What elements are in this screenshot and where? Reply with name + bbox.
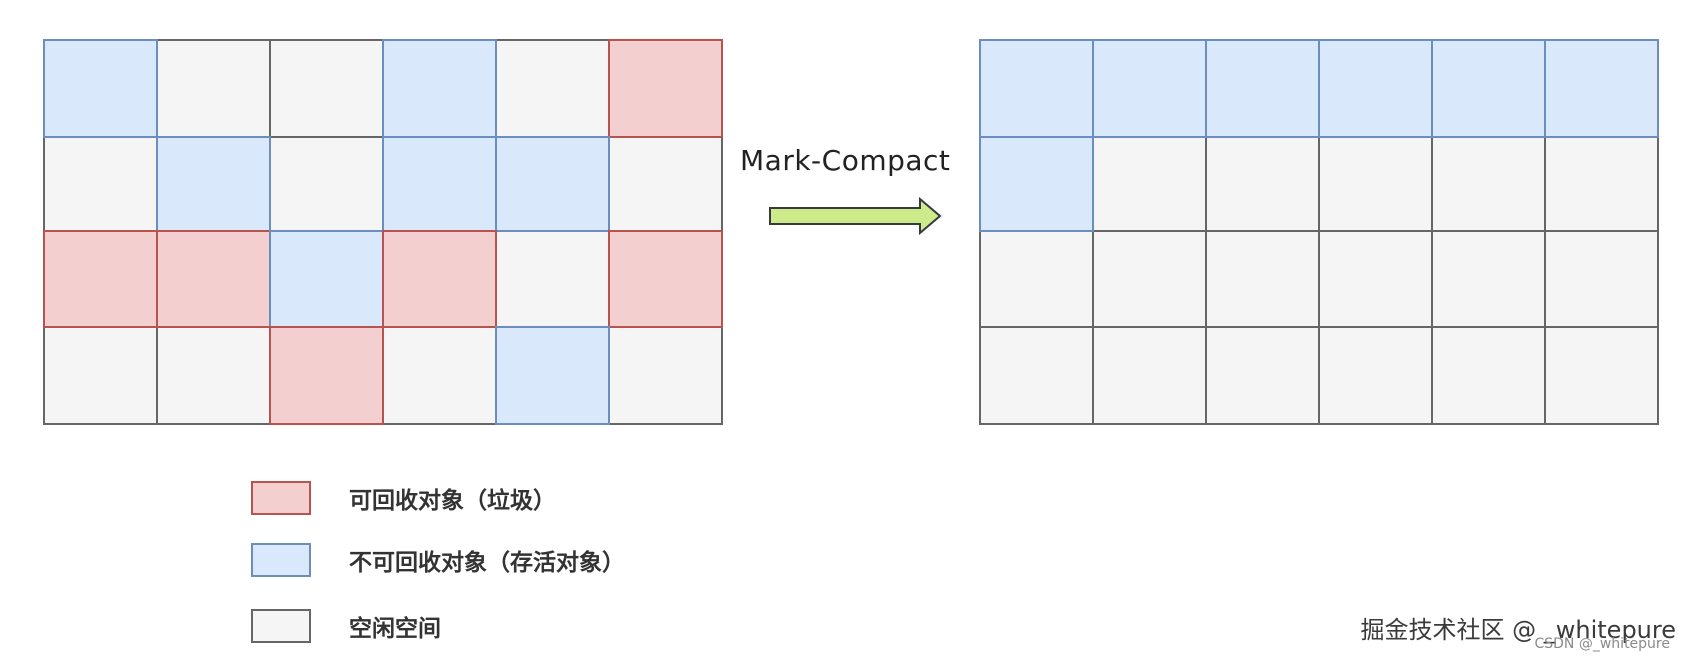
before-cell-live [382,136,497,232]
watermark-small: CSDN @_whitepure [1534,636,1670,652]
legend-swatch-live [251,543,311,577]
after-cell-live [1318,39,1433,138]
after-cell-free [1205,230,1320,328]
before-cell-free [495,39,610,138]
after-cell-free [1431,230,1546,328]
after-cell-live [1431,39,1546,138]
after-cell-free [979,326,1094,425]
legend-item-live: 不可回收对象（存活对象） [251,542,625,578]
memory-after-grid [979,39,1659,425]
after-cell-free [1092,136,1207,232]
after-cell-free [1318,136,1433,232]
before-cell-live [156,136,271,232]
legend-swatch-garbage [251,481,311,515]
after-cell-free [1092,230,1207,328]
arrow-label: Mark-Compact [740,144,951,177]
before-cell-live [382,39,497,138]
watermark: 掘金技术社区 @ _whitepure [1360,616,1677,644]
after-cell-free [1431,136,1546,232]
before-cell-free [43,136,158,232]
before-cell-garbage [608,39,723,138]
after-cell-free [1205,136,1320,232]
before-cell-garbage [43,230,158,328]
before-cell-free [43,326,158,425]
before-cell-free [269,136,384,232]
before-cell-garbage [269,326,384,425]
before-cell-free [156,326,271,425]
after-cell-free [1205,326,1320,425]
legend-label-free: 空闲空间 [349,616,441,642]
legend-item-free: 空闲空间 [251,608,441,644]
after-cell-free [1431,326,1546,425]
before-cell-live [495,326,610,425]
before-cell-free [608,326,723,425]
legend-swatch-free [251,609,311,643]
before-cell-garbage [382,230,497,328]
before-cell-free [495,230,610,328]
arrow-right-icon [769,196,942,236]
after-cell-free [1544,136,1659,232]
after-cell-free [1318,230,1433,328]
after-cell-live [979,39,1094,138]
before-cell-free [608,136,723,232]
before-cell-free [382,326,497,425]
before-cell-live [495,136,610,232]
after-cell-live [1544,39,1659,138]
after-cell-free [979,230,1094,328]
before-cell-live [269,230,384,328]
memory-before-grid [43,39,723,425]
before-cell-garbage [608,230,723,328]
legend-label-live: 不可回收对象（存活对象） [349,550,625,576]
after-cell-live [979,136,1094,232]
before-cell-free [156,39,271,138]
after-cell-free [1318,326,1433,425]
legend-item-garbage: 可回收对象（垃圾） [251,480,556,516]
before-cell-live [43,39,158,138]
after-cell-free [1544,230,1659,328]
after-cell-live [1205,39,1320,138]
after-cell-free [1544,326,1659,425]
after-cell-live [1092,39,1207,138]
after-cell-free [1092,326,1207,425]
before-cell-free [269,39,384,138]
legend-label-garbage: 可回收对象（垃圾） [349,488,556,514]
before-cell-garbage [156,230,271,328]
